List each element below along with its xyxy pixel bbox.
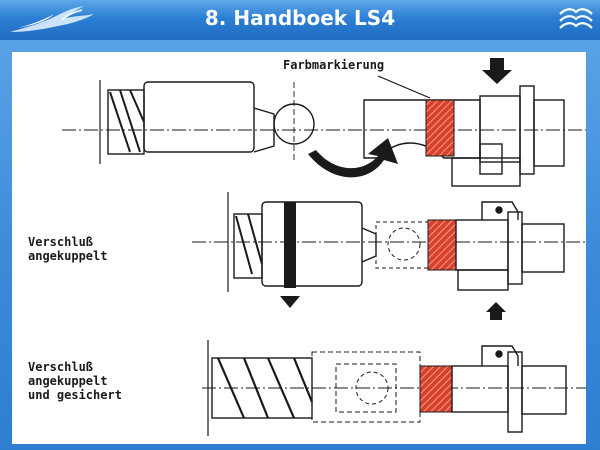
slide-header: 8. Handboek LS4 xyxy=(0,0,600,40)
waves-logo-icon xyxy=(558,6,594,38)
bird-logo-icon xyxy=(4,2,104,42)
row-3-label-line-3: und gesichert xyxy=(28,388,122,402)
row-2-label-line-2: angekuppelt xyxy=(28,249,108,263)
row-3-label-line-1: Verschluß xyxy=(28,360,94,374)
row-2-label: Verschluß angekuppelt xyxy=(28,235,107,263)
color-mark-label: Farbmarkierung xyxy=(283,58,385,72)
technical-drawing xyxy=(12,52,586,444)
row-2-label-line-1: Verschluß xyxy=(28,235,94,249)
drawing-row-3 xyxy=(202,340,586,436)
drawing-row-2 xyxy=(192,192,586,320)
slide-title: 8. Handboek LS4 xyxy=(204,6,396,30)
row-3-label-line-2: angekuppelt xyxy=(28,374,108,388)
row-3-label: Verschluß angekuppelt und gesichert xyxy=(28,360,122,402)
drawing-row-1 xyxy=(62,58,586,187)
